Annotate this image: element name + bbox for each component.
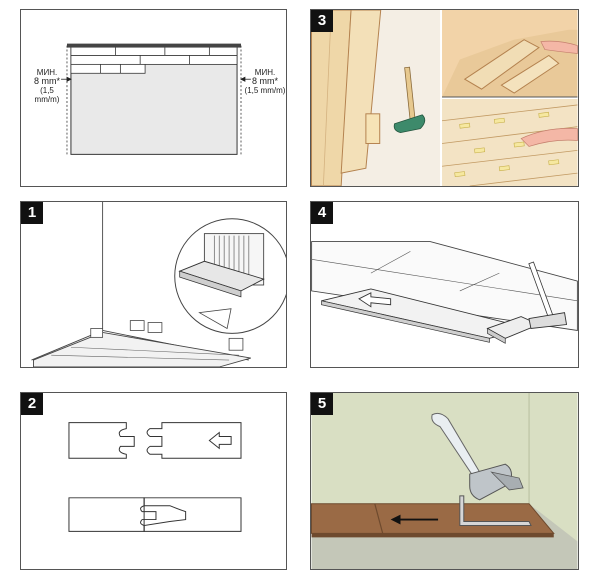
spacer-strips	[454, 111, 560, 178]
arrow-left-icon	[358, 292, 392, 308]
zoom-callout	[174, 218, 286, 334]
arrow-left-icon	[208, 431, 232, 450]
tongue-groove-apart	[68, 422, 242, 459]
gap-arrows	[61, 76, 251, 82]
step-badge-2: 2	[21, 393, 43, 415]
hammer-icon	[528, 261, 568, 329]
arrow-left-icon	[390, 514, 439, 525]
step-5-drawing	[311, 393, 578, 569]
pull-bar	[459, 495, 532, 526]
gap-label-left: МИН. 8 mm* (1,5 mm/m)	[33, 68, 60, 104]
floor-boards	[33, 331, 251, 367]
tongue-groove-joined	[68, 497, 242, 532]
panel-step-1: 1	[20, 201, 287, 368]
panel-step-2: 2	[20, 392, 287, 570]
step-badge-5: 5	[311, 393, 333, 415]
tapping-block	[486, 316, 540, 344]
hammer-icon	[431, 412, 524, 501]
hand-bottom	[520, 128, 578, 147]
step-badge-1: 1	[21, 202, 43, 224]
board-upright	[311, 10, 352, 186]
laminate-boards	[311, 503, 555, 534]
step-3-drawing	[311, 10, 578, 186]
step-badge-4: 4	[311, 202, 333, 224]
step-2-drawing	[68, 422, 242, 532]
top-wall	[66, 43, 242, 48]
panel-plan-view: МИН. 8 mm* (1,5 mm/m) МИН. 8 mm* (1,5 mm…	[20, 9, 287, 187]
gap-label-right: МИН. 8 mm* (1,5 mm/m)	[244, 68, 286, 95]
laid-floor	[311, 241, 578, 331]
panel-step-4: 4	[310, 201, 579, 368]
spacer-wedge	[365, 113, 381, 144]
plan-view-drawing	[61, 43, 251, 155]
panel-step-3: 3	[310, 9, 579, 187]
panel-step-5: 5	[310, 392, 579, 570]
hand-top	[540, 40, 578, 54]
step-badge-3: 3	[311, 10, 333, 32]
step-4-drawing	[311, 241, 578, 344]
hammer-icon	[393, 66, 426, 134]
step-1-drawing	[31, 202, 286, 367]
spacer-blocks	[90, 320, 244, 351]
